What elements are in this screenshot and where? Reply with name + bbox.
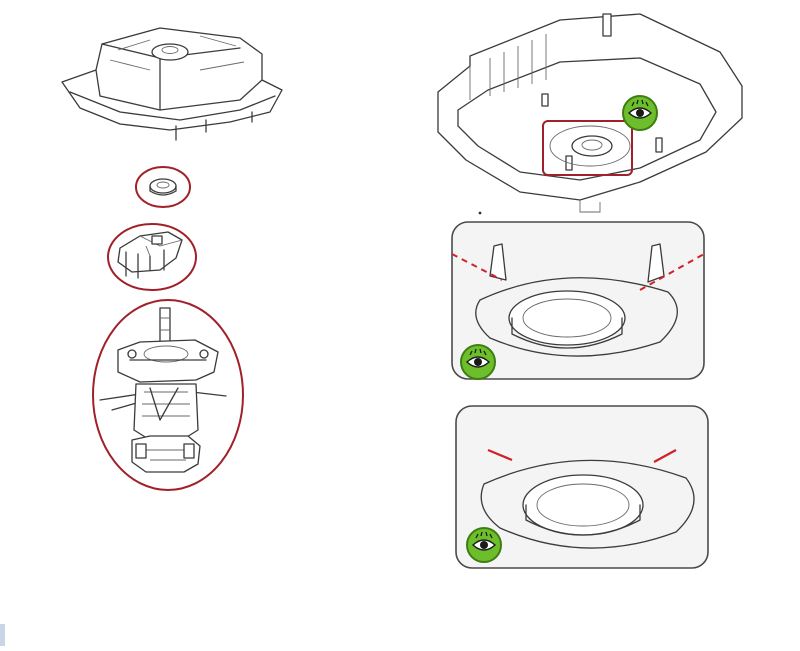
motor-callout	[92, 299, 244, 491]
eye-icon	[460, 344, 496, 380]
bracket-callout	[107, 223, 197, 291]
detail-panel-2	[455, 405, 709, 569]
eye-icon	[622, 95, 658, 131]
stray-mark	[478, 211, 482, 215]
page-edge-marker	[0, 624, 5, 646]
top-cover-part	[61, 27, 283, 141]
detail-panel-1	[451, 221, 705, 380]
detail-area-box	[542, 120, 633, 176]
washer-callout	[135, 166, 191, 208]
eye-icon	[466, 527, 502, 563]
base-housing-part	[437, 13, 743, 213]
